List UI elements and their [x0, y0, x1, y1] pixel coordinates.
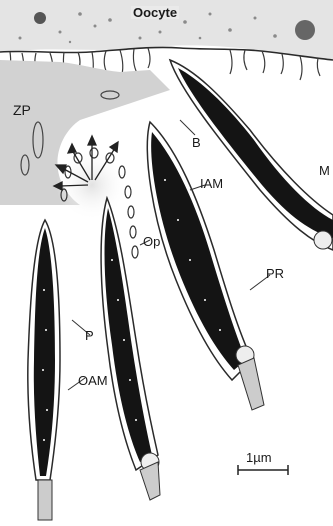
label-oam: OAM: [78, 374, 108, 387]
scale-bar: [238, 465, 288, 475]
label-pr: PR: [266, 267, 284, 280]
sperm-1: [28, 220, 60, 520]
label-scale-bar: 1µm: [246, 451, 272, 464]
label-b: B: [192, 136, 201, 149]
label-oocyte: Oocyte: [131, 6, 179, 19]
label-op: Op: [143, 235, 160, 248]
label-iam: IAM: [200, 177, 223, 190]
label-m: M: [319, 164, 330, 177]
label-zp: ZP: [13, 103, 31, 117]
label-p: P: [85, 329, 94, 342]
